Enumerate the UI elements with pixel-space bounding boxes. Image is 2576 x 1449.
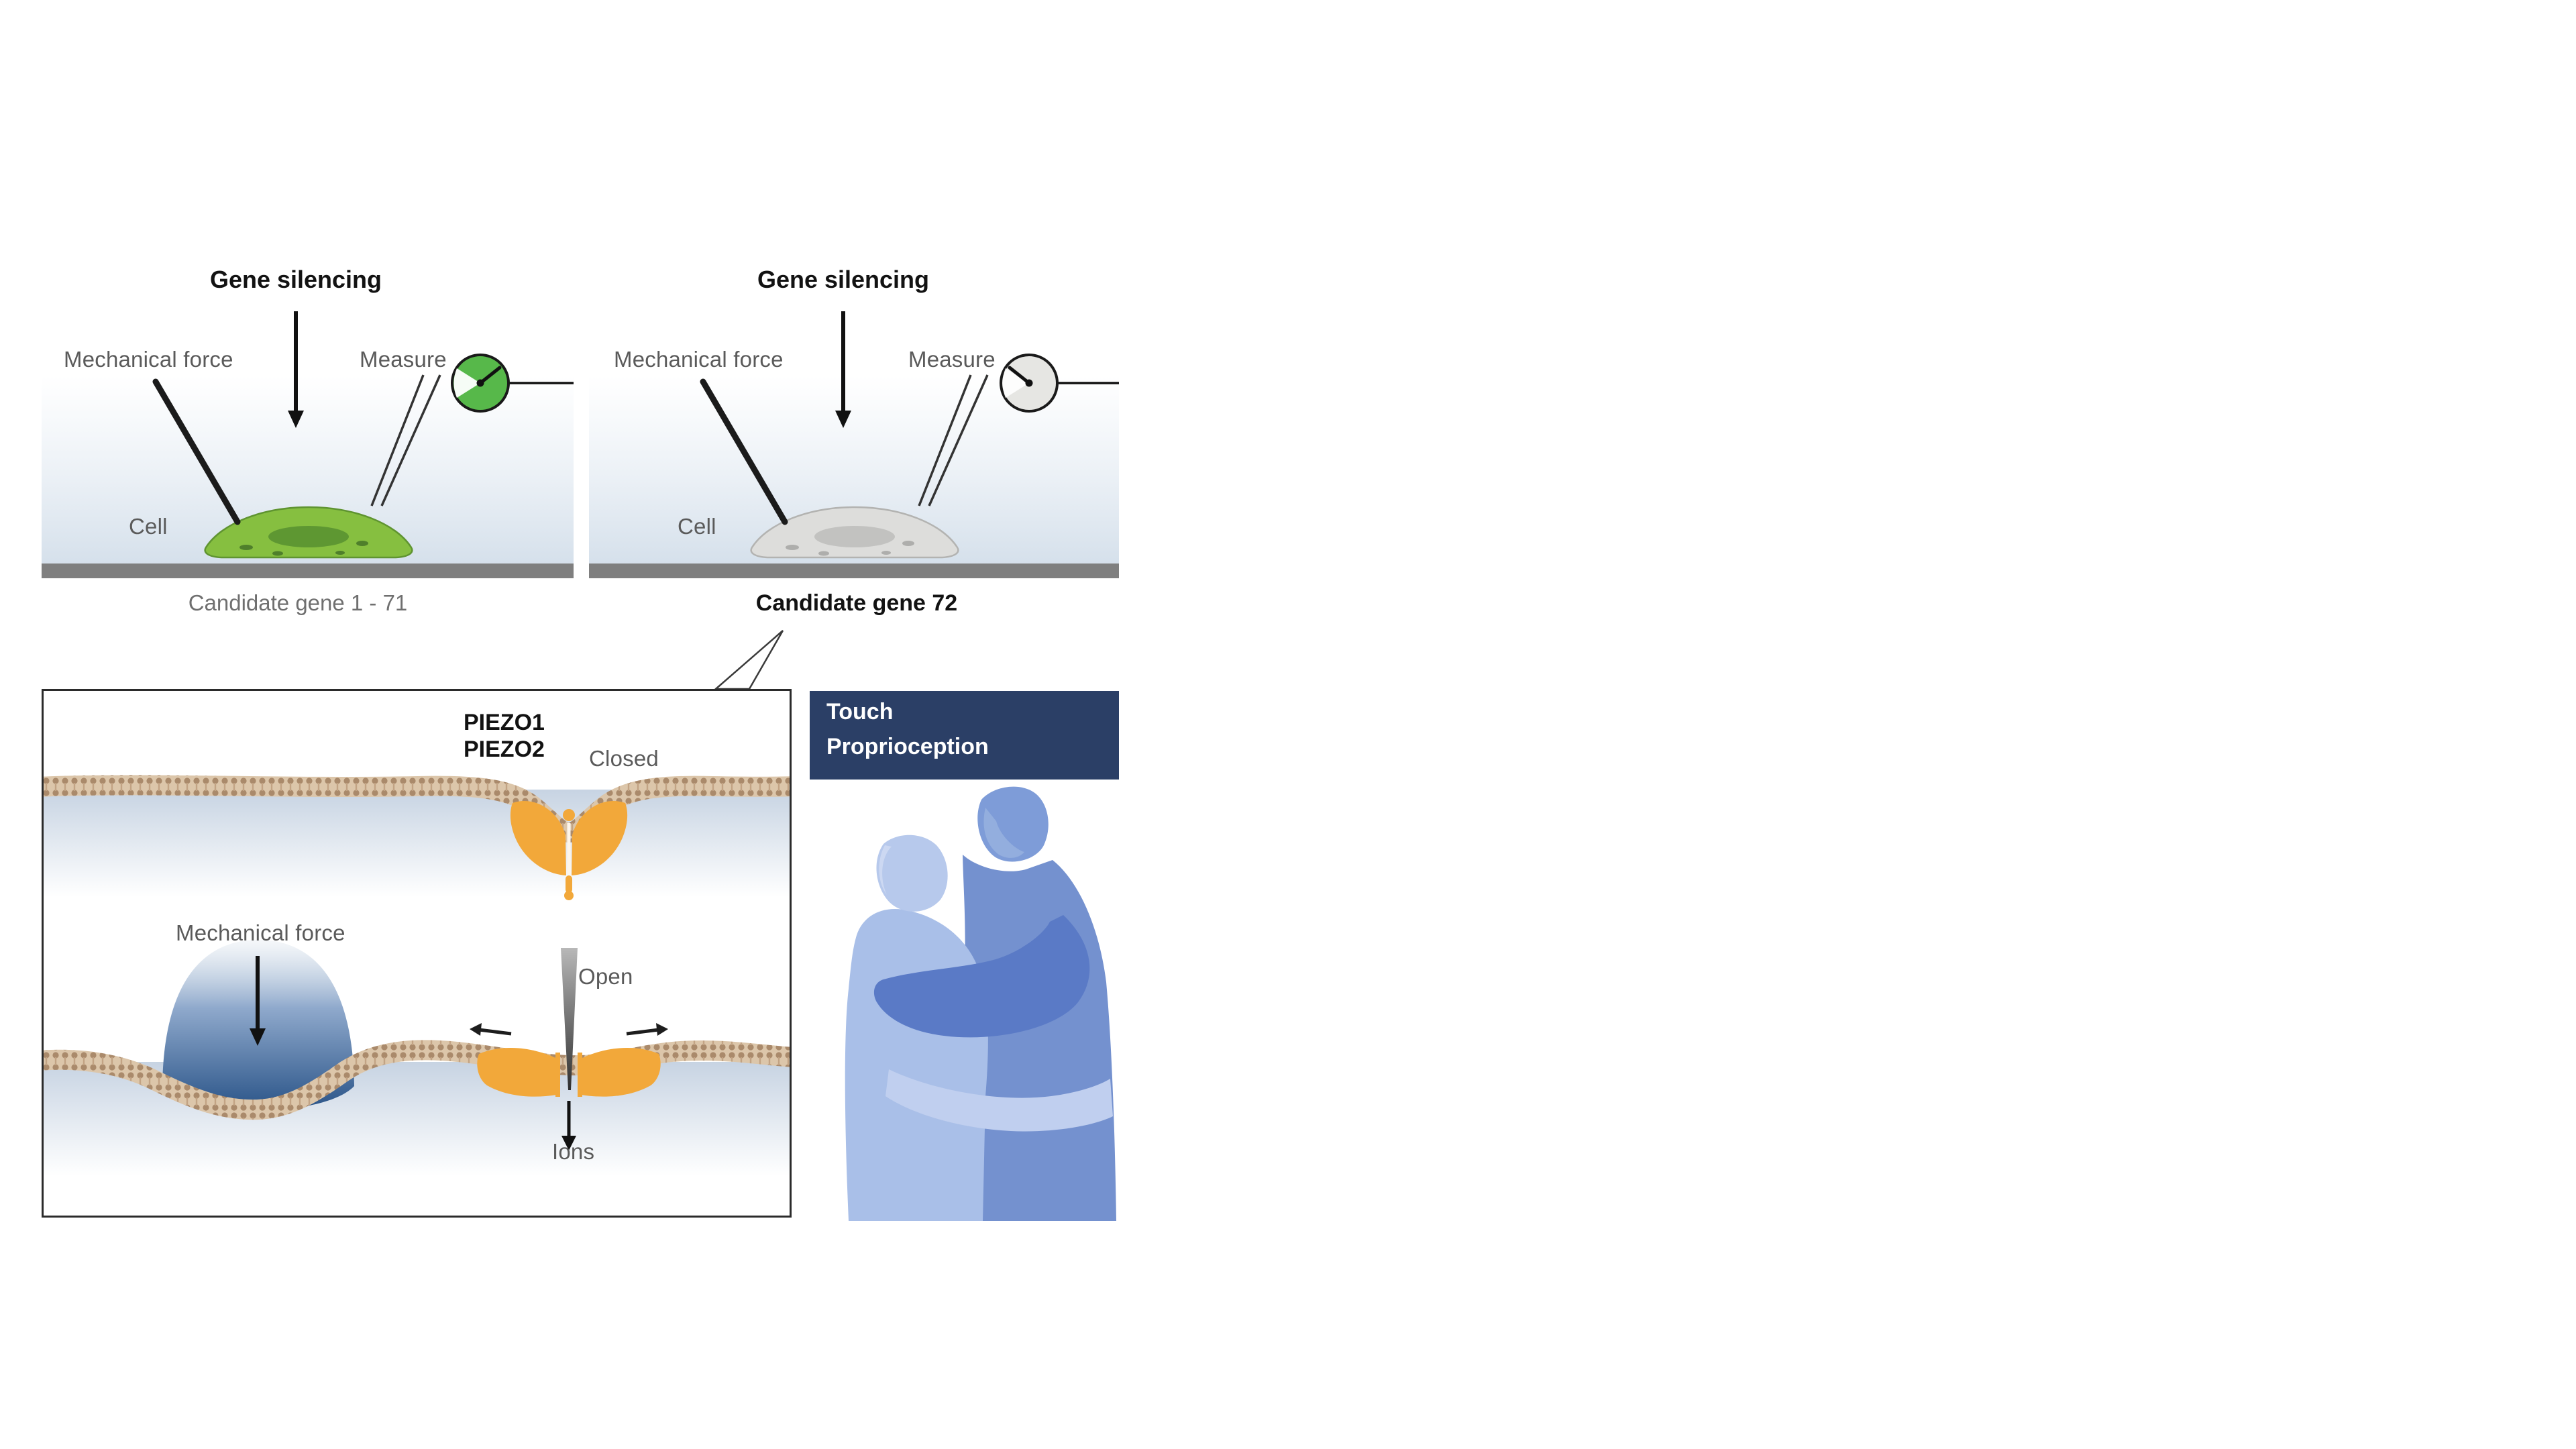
cell-label-a: Cell xyxy=(129,514,168,539)
piezo-channel-open xyxy=(477,1048,661,1097)
person-back-face xyxy=(983,808,1024,858)
person-front-hair xyxy=(879,845,892,895)
cell-illustration-silenced xyxy=(750,506,959,559)
mechanical-force-label-a: Mechanical force xyxy=(64,347,233,372)
person-front-head xyxy=(876,835,948,912)
ions-label: Ions xyxy=(552,1139,595,1164)
panel-caption-b: Candidate gene 72 xyxy=(755,590,958,616)
experiment-panel-b-illustration xyxy=(589,311,1119,578)
open-label: Open xyxy=(578,964,633,989)
gene-silencing-arrow xyxy=(835,311,851,428)
cell-illustration xyxy=(204,506,413,559)
piezo1-label: PIEZO1 xyxy=(464,710,545,735)
gauge-dial-sector xyxy=(1002,368,1029,398)
measure-label-b: Measure xyxy=(908,347,996,372)
measure-pipette xyxy=(370,374,441,506)
mechanical-force-pipette xyxy=(152,378,241,525)
mechanism-illustration xyxy=(37,689,796,1218)
cell-nucleus xyxy=(814,526,895,547)
experiment-panel-a-illustration xyxy=(42,311,574,578)
membrane-bottom xyxy=(37,1040,796,1120)
senses-header: Touch Proprioception xyxy=(810,691,1119,780)
ion-flow-arrow xyxy=(561,1101,576,1150)
piezo-channel-closed xyxy=(510,801,628,900)
measure-label-a: Measure xyxy=(360,347,447,372)
mechanical-force-arrow xyxy=(250,956,266,1046)
gauge-icon-silenced xyxy=(1000,354,1059,413)
gauge-icon xyxy=(451,354,510,413)
surface-bar xyxy=(589,564,1119,578)
measure-pipette xyxy=(918,374,989,506)
mechanism-box-border xyxy=(42,689,792,1218)
callout-tail xyxy=(713,630,784,690)
mechanism-box xyxy=(37,689,796,1218)
mechanical-force-pipette xyxy=(700,378,788,525)
panel-caption-a: Candidate gene 1 - 71 xyxy=(188,590,408,615)
tension-arrow-left xyxy=(470,1023,482,1036)
cytoplasm-wash-top xyxy=(42,790,792,897)
senses-title-touch: Touch xyxy=(826,699,894,724)
person-front-arm xyxy=(885,1069,1113,1132)
tension-arrows xyxy=(470,1023,668,1036)
ion-funnel xyxy=(561,948,578,1090)
person-back-arm xyxy=(873,915,1090,1038)
senses-title-proprioception: Proprioception xyxy=(826,734,989,759)
tension-arrow-right xyxy=(656,1023,668,1036)
gauge-needle xyxy=(478,366,502,385)
surface-bar xyxy=(42,564,574,578)
gauge-dial-sector xyxy=(453,368,480,398)
person-front-body xyxy=(845,909,988,1221)
mechanical-force-label-b: Mechanical force xyxy=(614,347,784,372)
gauge-needle xyxy=(1008,366,1031,385)
cell-label-b: Cell xyxy=(678,514,716,539)
mechanical-force-label-box: Mechanical force xyxy=(176,920,345,945)
cell-nucleus xyxy=(268,526,349,547)
gene-silencing-title-b: Gene silencing xyxy=(757,266,930,293)
gene-silencing-title-a: Gene silencing xyxy=(209,266,382,293)
hug-illustration xyxy=(845,786,1116,1221)
gene-silencing-arrow xyxy=(288,311,304,428)
closed-label: Closed xyxy=(589,746,659,771)
piezo2-label: PIEZO2 xyxy=(464,737,545,762)
